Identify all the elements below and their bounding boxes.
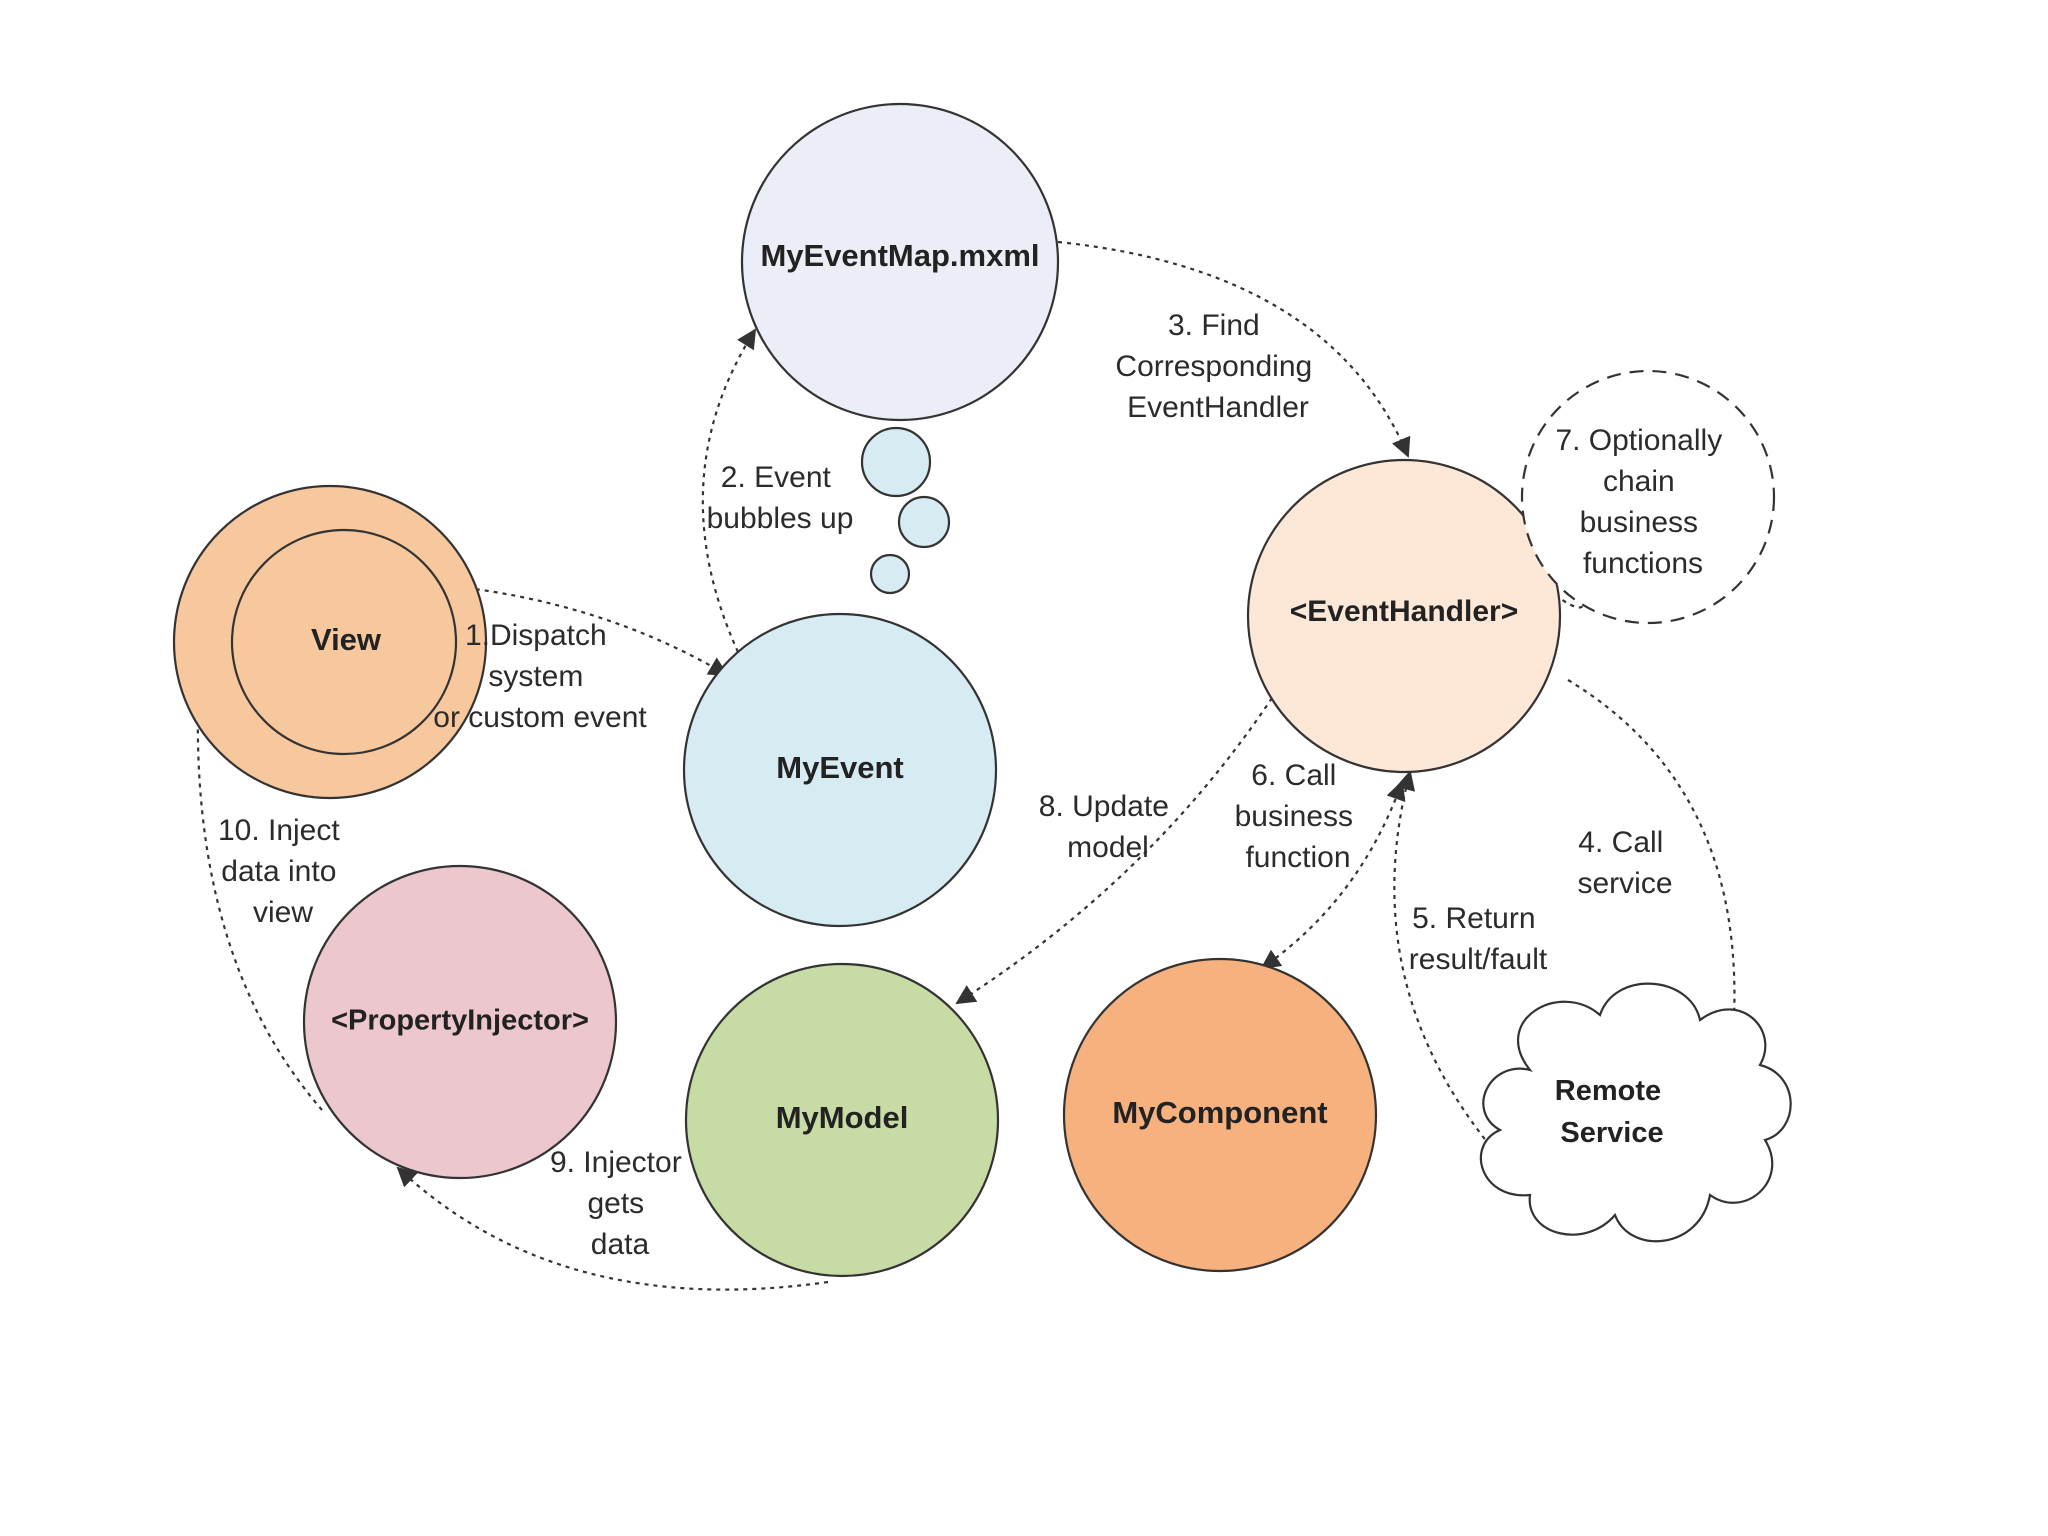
step-4-label: 4. Call service — [1577, 826, 1672, 900]
step-10-label: 10. Inject data into view — [218, 814, 348, 929]
my-event-node — [682, 612, 998, 928]
event-map-node — [740, 102, 1060, 422]
thought-bubble-large — [860, 426, 932, 498]
nodes: MyEventMap.mxml MyEvent View <EventHandl… — [172, 102, 1792, 1278]
edge-update-model — [955, 697, 1273, 1005]
property-injector-label: <PropertyInjector> — [331, 1005, 589, 1037]
step-1-line-3: or custom event — [433, 701, 647, 734]
event-handler-label: <EventHandler> — [1290, 595, 1518, 628]
remote-service-cloud — [1479, 982, 1792, 1243]
event-map-label: MyEventMap.mxml — [760, 238, 1039, 273]
step-8-line-2: model — [1067, 831, 1149, 864]
step-5-label: 5. Return result/fault — [1409, 902, 1548, 976]
my-component-node — [1062, 957, 1378, 1273]
edge-event-bubbles-up — [701, 328, 757, 653]
my-component-label: MyComponent — [1112, 1095, 1327, 1130]
step-4-line-2: service — [1577, 867, 1672, 900]
step-5-line-1: 5. Return — [1412, 902, 1535, 935]
step-1-line-1: 1.Dispatch — [465, 619, 607, 652]
step-3-line-2: Corresponding — [1115, 350, 1312, 383]
step-1-line-2: system — [488, 660, 583, 693]
remote-service-line-1: Remote — [1555, 1075, 1661, 1107]
step-3-line-3: EventHandler — [1127, 391, 1309, 424]
step-6-line-2: business — [1235, 800, 1353, 833]
view-outer-node — [172, 484, 488, 800]
step-4-line-1: 4. Call — [1578, 826, 1663, 859]
thought-bubble-small — [869, 553, 911, 595]
step-2-line-1: 2. Event — [721, 461, 832, 494]
step-6-label: 6. Call business function — [1235, 759, 1362, 874]
edge-dispatch-event — [439, 583, 729, 677]
step-6-line-3: function — [1245, 841, 1350, 874]
step-1-label: 1.Dispatch system or custom event — [433, 619, 647, 734]
step-10-line-3: view — [253, 896, 313, 929]
step-8-label: 8. Update model — [1039, 790, 1177, 864]
step-7-line-3: business — [1580, 506, 1698, 539]
step-2-line-2: bubbles up — [707, 502, 854, 535]
step-9-line-1: 9. Injector — [550, 1146, 682, 1179]
chain-functions-node — [1520, 369, 1776, 625]
edge-call-service — [1567, 679, 1745, 1038]
step-10-line-1: 10. Inject — [218, 814, 340, 847]
my-event-label: MyEvent — [776, 750, 903, 785]
step-2-label: 2. Event bubbles up — [707, 461, 854, 535]
remote-service-label: Remote Service — [1555, 1075, 1669, 1149]
step-7-line-4: functions — [1583, 547, 1703, 580]
step-9-label: 9. Injector gets data — [550, 1146, 690, 1261]
step-labels: 1.Dispatch system or custom event 2. Eve… — [218, 309, 1730, 1261]
step-6-line-1: 6. Call — [1251, 759, 1336, 792]
step-3-label: 3. Find Corresponding EventHandler — [1115, 309, 1320, 424]
edge-find-eventhandler — [1057, 240, 1411, 458]
view-inner-ring — [230, 528, 458, 756]
my-model-node — [684, 962, 1000, 1278]
my-model-label: MyModel — [776, 1100, 909, 1135]
remote-service-line-2: Service — [1560, 1117, 1663, 1149]
view-label: View — [311, 622, 382, 657]
edge-call-business-function — [1260, 780, 1406, 970]
property-injector-node — [302, 864, 618, 1180]
step-9-line-2: gets — [587, 1187, 644, 1220]
thought-bubble-medium — [897, 495, 951, 549]
step-7-line-1: 7. Optionally — [1555, 424, 1722, 457]
step-7-label: 7. Optionally chain business functions — [1555, 424, 1730, 580]
step-7-line-2: chain — [1603, 465, 1675, 498]
step-8-line-1: 8. Update — [1039, 790, 1169, 823]
event-handler-node — [1246, 458, 1562, 774]
step-5-line-2: result/fault — [1409, 943, 1548, 976]
step-3-line-1: 3. Find — [1168, 309, 1260, 342]
step-9-line-3: data — [591, 1228, 650, 1261]
edge-injector-gets-data — [396, 1166, 829, 1291]
step-10-line-2: data into — [221, 855, 336, 888]
